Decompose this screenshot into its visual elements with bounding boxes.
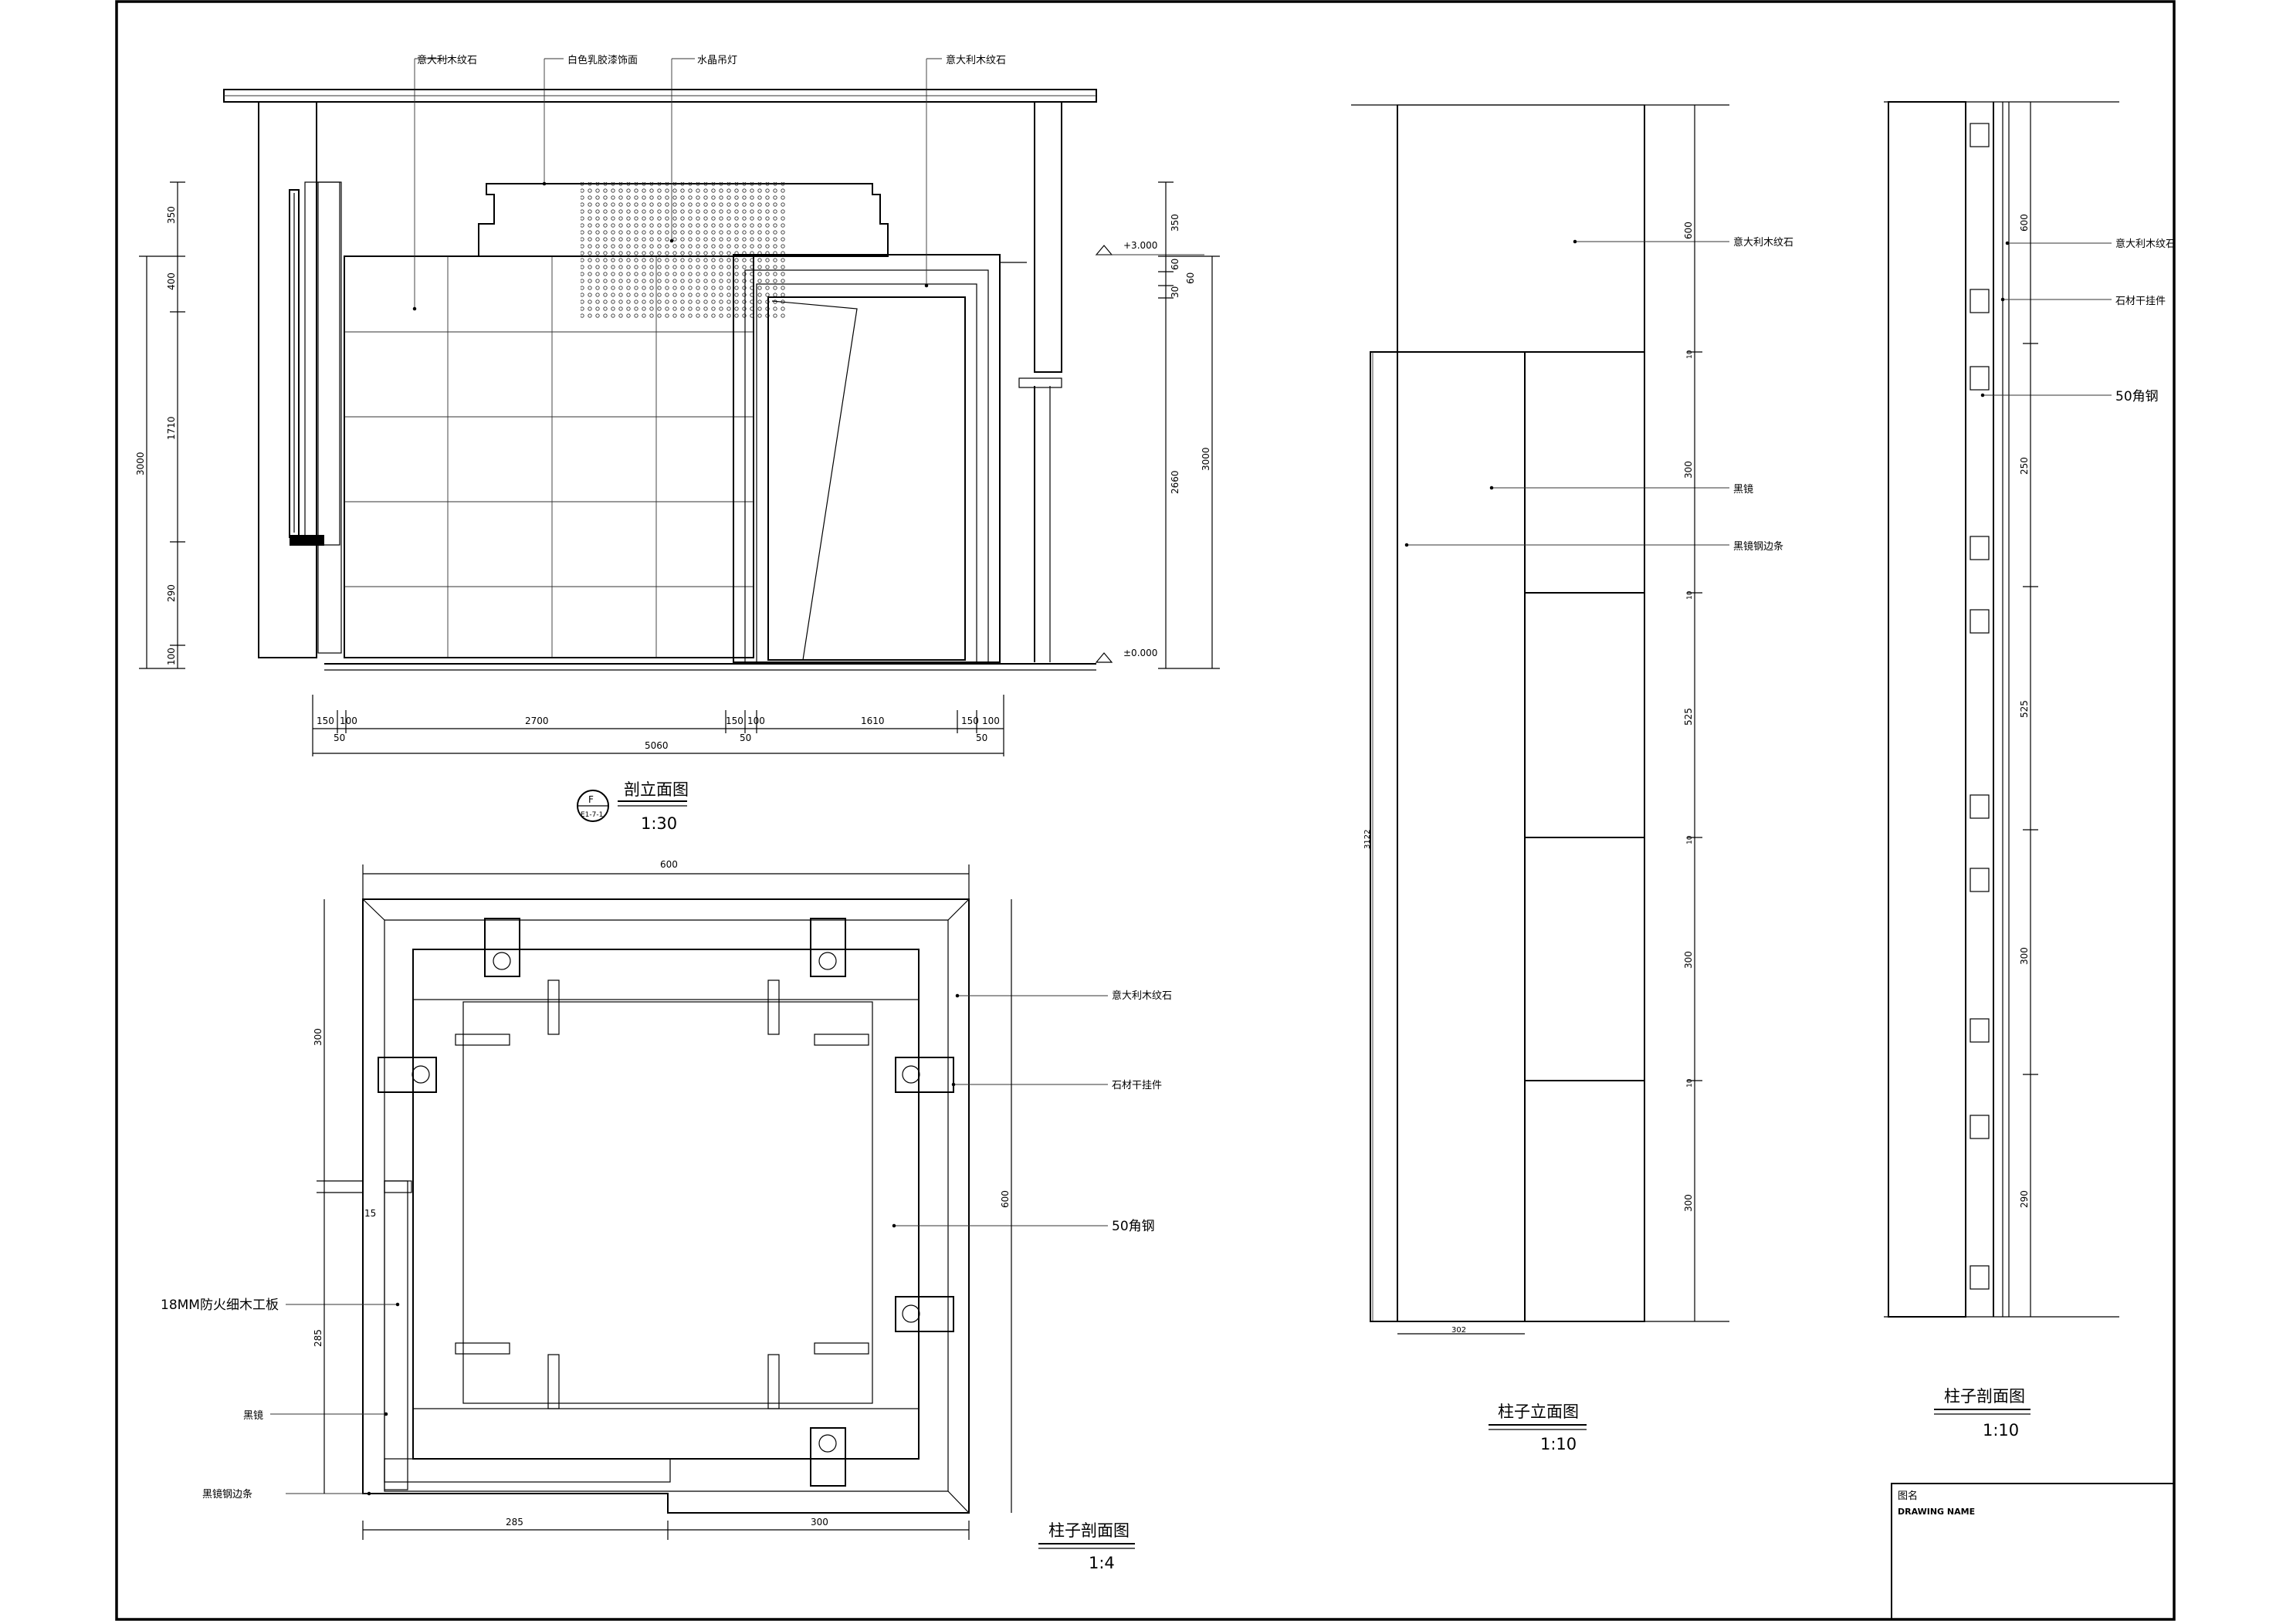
plan-label-black-mirror: 黑镜	[243, 1410, 263, 1422]
section-symbol-number: F	[588, 794, 594, 805]
elev-title: 柱子立面图	[1498, 1402, 1579, 1421]
plan-label-stone-hanger: 石材干挂件	[1112, 1080, 1162, 1091]
elev-dim-small-4: 10	[1686, 1078, 1694, 1088]
plan-scale: 1:4	[1089, 1554, 1115, 1572]
plan-label-angle-steel: 50角钢	[1112, 1219, 1155, 1234]
sec-dim-right-1: 600	[2019, 214, 2030, 232]
sec-dim-right-3: 525	[2019, 700, 2030, 718]
dim-left-2: 400	[166, 272, 177, 290]
elev-dim-small-3: 10	[1686, 835, 1694, 844]
dim-bottom-2: 100	[340, 716, 357, 726]
column-section-drawing: 意大利木纹石 石材干挂件 50角钢 600 250 525 300 290 柱子…	[1884, 101, 2176, 1440]
section-elevation-scale: 1:30	[641, 814, 677, 833]
sec-dim-right-2: 250	[2019, 457, 2030, 475]
elev-dim-right-1: 600	[1683, 222, 1694, 239]
dim-bottom-sub-3: 50	[976, 732, 987, 743]
elev-dim-right-4: 300	[1683, 951, 1694, 969]
plan-dim-bottom-right: 300	[811, 1517, 828, 1528]
title-block: 图名 DRAWING NAME	[1891, 1483, 2175, 1620]
dim-left-4: 290	[166, 584, 177, 602]
dim-right-5: 2660	[1170, 470, 1180, 494]
elev-label-marble: 意大利木纹石	[1733, 236, 1793, 249]
dim-right-3: 60	[1185, 272, 1196, 284]
section-elevation-title: 剖立面图	[624, 780, 689, 799]
dim-right-2: 60	[1170, 259, 1180, 270]
plan-label-marble: 意大利木纹石	[1112, 990, 1172, 1002]
plan-dim-left-lower: 285	[313, 1329, 323, 1347]
column-elevation-drawing: 意大利木纹石 黑镜 黑镜钢边条 600 300 525 300 300 10 1…	[1351, 104, 1793, 1453]
elev-dim-right-3: 525	[1683, 708, 1694, 726]
sec-title: 柱子剖面图	[1944, 1387, 2025, 1406]
label-marble-right: 意大利木纹石	[946, 54, 1006, 66]
dim-bottom-5: 100	[747, 716, 765, 726]
elev-dim-small-1: 10	[1686, 350, 1694, 359]
section-elevation-drawing: +3.000 ±0.000 意大利木纹石 白色乳胶漆饰面 水晶吊灯 意大利木纹石…	[135, 54, 1220, 833]
dim-right-4: 30	[1170, 286, 1180, 298]
sheet-border	[115, 0, 2176, 1621]
column-section-plan-drawing: 意大利木纹石 石材干挂件 50角钢 18MM防火细木工板 黑镜 黑镜钢边条 60…	[161, 859, 1172, 1572]
title-block-drawing-name: DRAWING NAME	[1898, 1507, 1975, 1517]
dim-bottom-total: 5060	[645, 740, 669, 751]
dim-left-total: 3000	[135, 452, 146, 475]
sec-label-stone-hanger: 石材干挂件	[2115, 296, 2166, 307]
dim-right-1: 350	[1170, 214, 1180, 232]
elev-scale: 1:10	[1540, 1435, 1577, 1453]
sec-dim-right-5: 290	[2019, 1190, 2030, 1208]
label-crystal-lamp: 水晶吊灯	[697, 55, 737, 66]
sec-label-angle-steel: 50角钢	[2115, 389, 2159, 404]
dim-bottom-8: 100	[982, 716, 1000, 726]
dim-bottom-sub-2: 50	[740, 732, 751, 743]
dim-bottom-sub-1: 50	[334, 732, 345, 743]
dim-left-5: 100	[166, 648, 177, 665]
dim-bottom-7: 150	[961, 716, 979, 726]
plan-title: 柱子剖面图	[1048, 1521, 1130, 1540]
elev-dim-small-2: 10	[1686, 590, 1694, 600]
plan-label-black-mirror-steel: 黑镜钢边条	[202, 1488, 252, 1501]
plan-dim-left-upper: 300	[313, 1028, 323, 1046]
elev-label-black-mirror: 黑镜	[1733, 484, 1753, 496]
plan-dim-left-small: 15	[364, 1208, 376, 1219]
plan-label-plywood: 18MM防火细木工板	[161, 1298, 279, 1313]
dim-bottom-3: 2700	[525, 716, 549, 726]
label-white-latex: 白色乳胶漆饰面	[567, 54, 638, 66]
section-symbol-sheet: E1-7-1	[581, 811, 603, 819]
dim-left-1: 350	[166, 206, 177, 224]
sec-label-marble: 意大利木纹石	[2115, 238, 2176, 250]
dim-left-3: 1710	[166, 416, 177, 440]
title-block-label: 图名	[1898, 1490, 1918, 1502]
plan-dim-top: 600	[660, 859, 678, 870]
label-marble-left: 意大利木纹石	[417, 54, 477, 66]
sec-dim-right-4: 300	[2019, 947, 2030, 965]
elev-dim-left: 3122	[1363, 830, 1372, 849]
level-top: +3.000	[1123, 240, 1157, 251]
plan-dim-bottom-left: 285	[506, 1517, 523, 1528]
level-floor: ±0.000	[1123, 648, 1157, 658]
sec-scale: 1:10	[1983, 1421, 2019, 1440]
elev-dim-right-5: 300	[1683, 1194, 1694, 1212]
plan-dim-right: 600	[1000, 1190, 1011, 1208]
dim-right-total: 3000	[1201, 447, 1211, 471]
dim-bottom-4: 150	[726, 716, 743, 726]
elev-label-black-mirror-steel: 黑镜钢边条	[1733, 540, 1783, 553]
dim-bottom-1: 150	[317, 716, 334, 726]
elev-dim-bottom: 302	[1451, 1326, 1466, 1335]
dim-bottom-6: 1610	[861, 716, 885, 726]
elev-dim-right-2: 300	[1683, 461, 1694, 479]
